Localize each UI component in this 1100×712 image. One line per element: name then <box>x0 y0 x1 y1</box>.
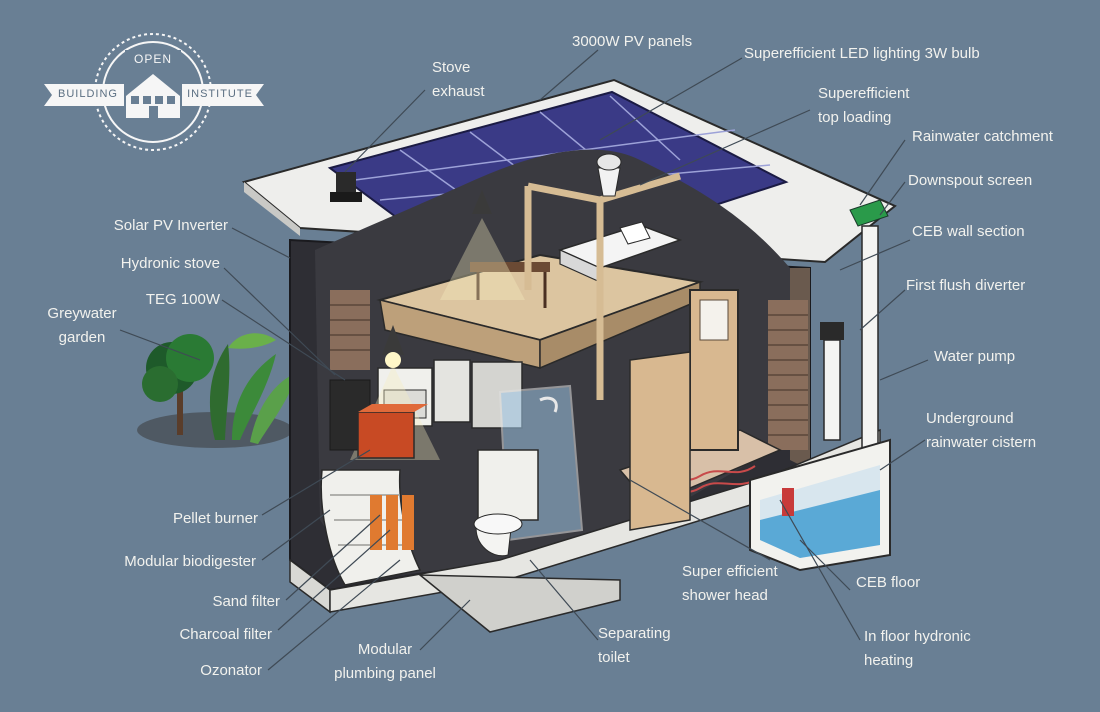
label-water-pump: Water pump <box>934 348 1016 365</box>
label-biodigester: Modular biodigester <box>124 553 256 570</box>
leader-lines <box>119 49 929 671</box>
modular-biodigester <box>320 469 422 586</box>
loft-floor <box>376 253 704 370</box>
bed <box>557 221 683 283</box>
top-loading-vent <box>596 153 622 197</box>
label-pv-panels: 3000W PV panels <box>572 33 693 50</box>
open-building-institute-logo <box>44 33 264 151</box>
hydronic-floor-and-door <box>618 289 782 531</box>
hydronic-stove <box>329 379 428 459</box>
label-inverter: Solar PV Inverter <box>113 217 228 234</box>
ceb-wall-bricks <box>330 290 808 450</box>
label-pellet-burner: Pellet burner <box>172 510 258 527</box>
label-sand-filter: Sand filter <box>212 593 280 610</box>
greywater-garden-plants <box>137 333 298 448</box>
rainwater-system <box>820 199 889 461</box>
logo-text-open: OPEN <box>133 52 172 66</box>
label-first-flush: First flush diverter <box>906 277 1026 294</box>
label-ceb-wall: CEB wall section <box>912 223 1025 240</box>
loft-frame <box>524 172 682 400</box>
label-downspout-screen: Downspout screen <box>908 172 1033 189</box>
label-teg: TEG 100W <box>145 291 220 308</box>
logo-text-building: BUILDING <box>58 88 118 100</box>
label-ceb-floor: CEB floor <box>856 574 921 591</box>
underground-cistern <box>749 438 891 572</box>
bathroom <box>473 384 584 557</box>
stove-exhaust-pipe <box>330 172 362 202</box>
label-ozonator: Ozonator <box>200 662 262 679</box>
label-led-lighting: Superefficient LED lighting 3W bulb <box>744 45 980 62</box>
label-rainwater-catchment: Rainwater catchment <box>912 128 1053 145</box>
logo-text-institute: INSTITUTE <box>187 88 253 100</box>
label-hydronic-stove: Hydronic stove <box>120 255 220 272</box>
label-charcoal-filter: Charcoal filter <box>179 626 272 643</box>
